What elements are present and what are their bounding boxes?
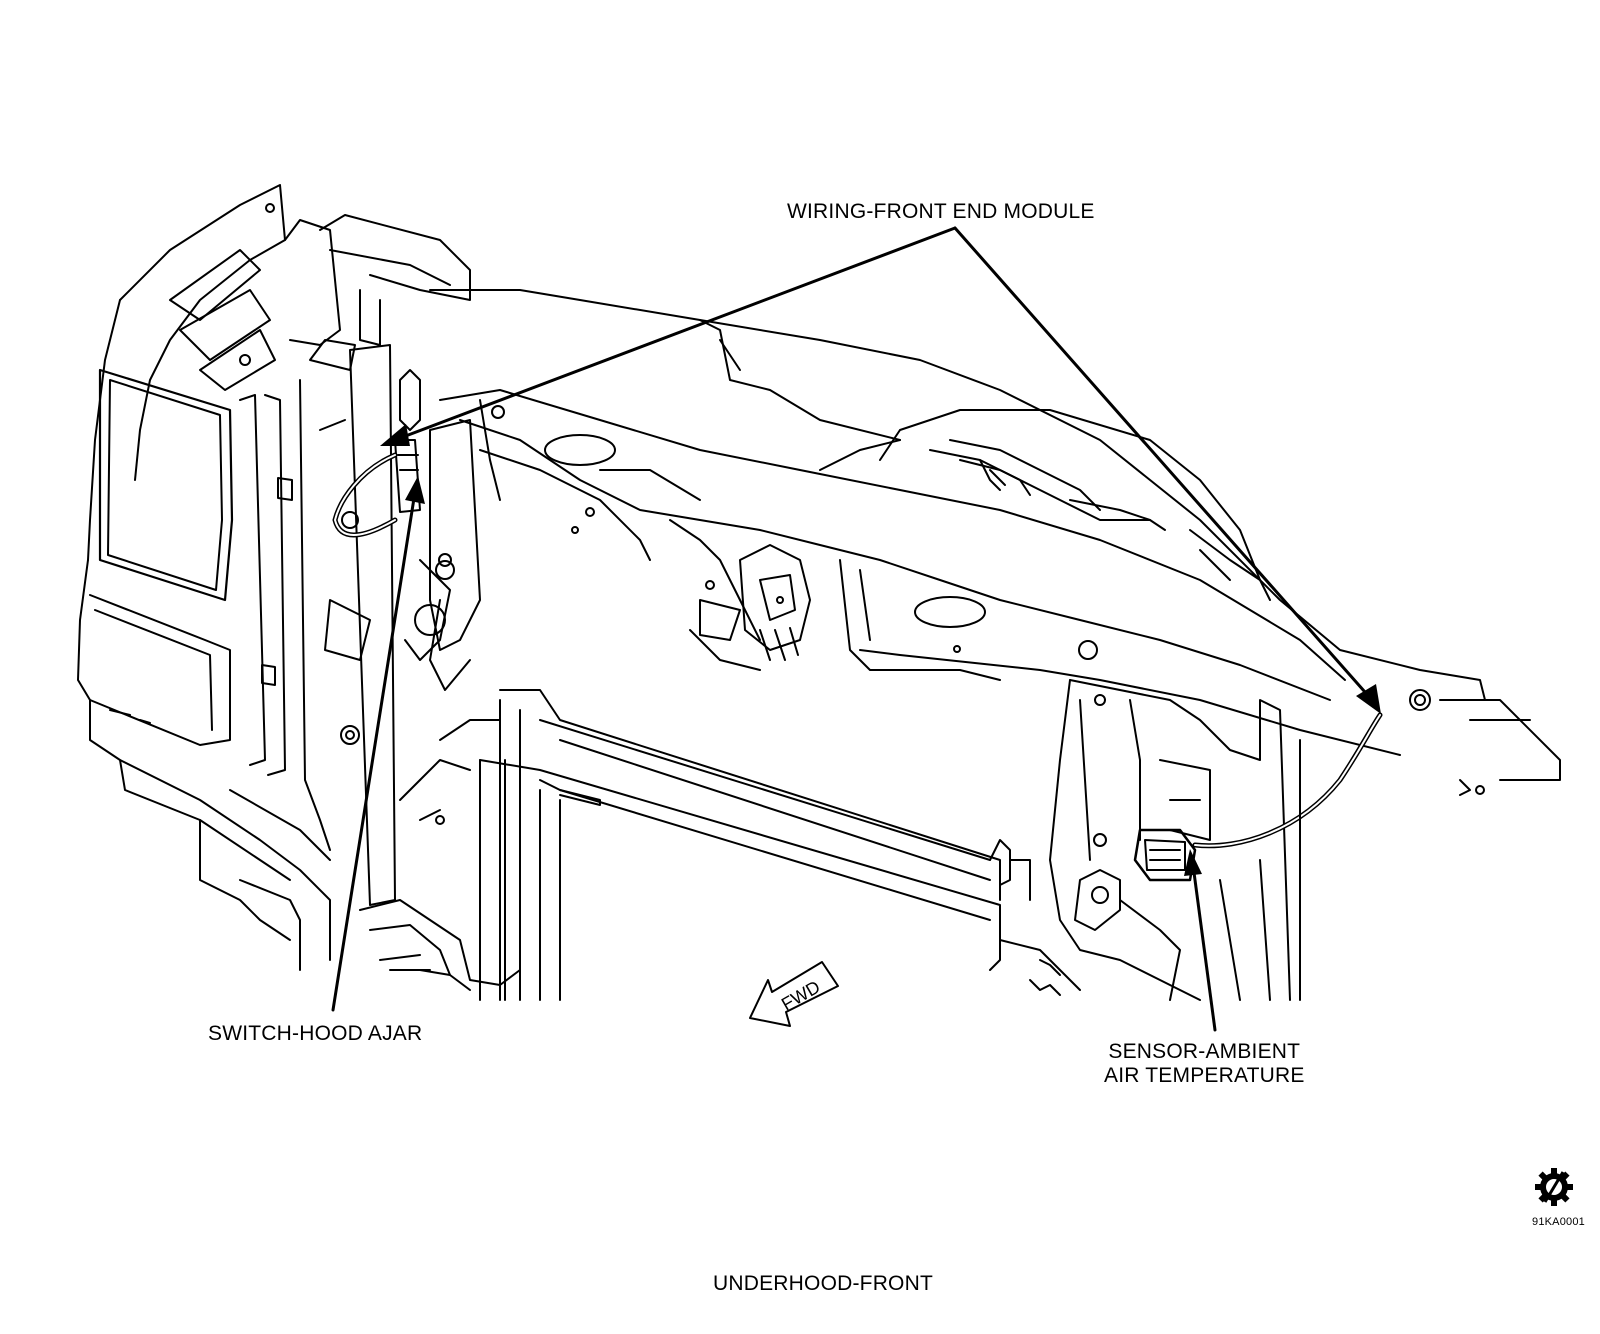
callout-wiring-front-end-module: WIRING-FRONT END MODULE (787, 200, 1095, 223)
upper-crossmember (429, 289, 1561, 781)
figure-caption: UNDERHOOD-FRONT (713, 1272, 933, 1295)
fasteners (1029, 779, 1485, 996)
arrowheads (380, 424, 1381, 876)
headlamp-assembly (77, 184, 341, 776)
hood-latch (669, 519, 811, 671)
callout-sensor-ambient-air-temperature: SENSOR-AMBIENT AIR TEMPERATURE (1104, 1040, 1305, 1088)
radiator-condenser (399, 689, 1081, 1001)
callout-switch-hood-ajar: SWITCH-HOOD AJAR (208, 1022, 423, 1045)
right-support (1049, 679, 1383, 1001)
callout-sensor-line1: SENSOR-AMBIENT (1108, 1040, 1301, 1063)
hood-switch-area (332, 369, 481, 691)
fwd-arrow-icon: FWD (749, 961, 839, 1027)
lower-left-structure (89, 699, 521, 991)
left-reinforcement (299, 214, 471, 906)
figure-code: 91KA0001 (1532, 1216, 1585, 1228)
leader-lines (331, 226, 1374, 1032)
inner-fender (699, 319, 1271, 601)
service-gear-icon (1535, 1168, 1573, 1206)
callout-sensor-line2: AIR TEMPERATURE (1104, 1064, 1305, 1087)
